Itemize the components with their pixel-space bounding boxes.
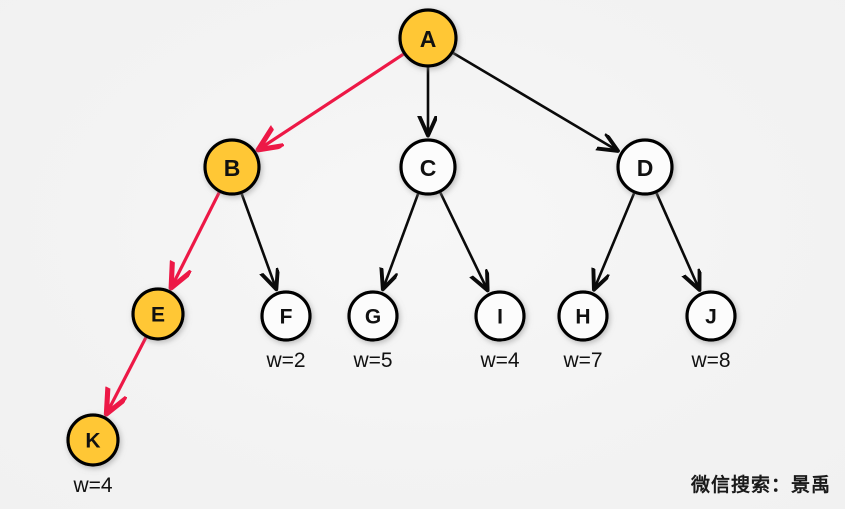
node-circle-f <box>260 290 312 342</box>
edges-layer <box>107 51 700 413</box>
node-circle-d <box>616 138 674 196</box>
node-circle-k <box>66 413 120 467</box>
weight-label-j: w=8 <box>690 349 730 372</box>
node-h[interactable]: H <box>557 290 609 342</box>
edge-b-e <box>172 191 221 286</box>
node-label-f: F <box>280 306 293 329</box>
weight-label-g: w=5 <box>352 349 392 372</box>
weight-label-i: w=4 <box>479 349 519 372</box>
watermark-text: 微信搜索：景禹 <box>690 474 831 496</box>
node-circle-g <box>347 290 399 342</box>
node-circle-j <box>685 290 737 342</box>
node-circle-e <box>131 287 185 341</box>
weight-labels-layer: w=2 w=5 w=4 w=7 w=8 w=4 <box>72 349 730 497</box>
node-b[interactable]: B <box>203 138 261 196</box>
node-g[interactable]: G <box>347 290 399 342</box>
node-circle-c <box>399 138 457 196</box>
node-d[interactable]: D <box>616 138 674 196</box>
edge-d-j <box>655 192 700 289</box>
weight-label-f: w=2 <box>265 349 305 372</box>
node-k[interactable]: K <box>66 413 120 467</box>
node-i[interactable]: I <box>474 290 526 342</box>
weight-label-h: w=7 <box>562 349 602 372</box>
nodes-layer: A B C D E F G I H J K <box>66 8 737 467</box>
node-j[interactable]: J <box>685 290 737 342</box>
node-label-e: E <box>151 304 165 327</box>
node-label-b: B <box>224 155 241 181</box>
edge-c-i <box>439 192 487 290</box>
node-a[interactable]: A <box>398 8 458 68</box>
node-circle-a <box>398 8 458 68</box>
node-label-c: C <box>420 155 437 181</box>
edge-b-f <box>240 193 276 288</box>
node-c[interactable]: C <box>399 138 457 196</box>
edge-e-k <box>107 336 148 413</box>
edge-a-b <box>259 52 405 149</box>
node-f[interactable]: F <box>260 290 312 342</box>
node-label-k: K <box>85 430 100 453</box>
node-circle-i <box>474 290 526 342</box>
node-label-d: D <box>637 155 654 181</box>
node-circle-h <box>557 290 609 342</box>
node-e[interactable]: E <box>131 287 185 341</box>
edge-c-g <box>383 193 420 289</box>
node-label-a: A <box>420 26 437 52</box>
edge-d-h <box>594 192 636 288</box>
node-circle-b <box>203 138 261 196</box>
edge-a-d <box>452 51 617 150</box>
node-label-i: I <box>497 306 503 329</box>
weight-label-k: w=4 <box>72 474 112 497</box>
node-label-g: G <box>365 306 381 329</box>
node-label-j: J <box>705 306 717 329</box>
node-label-h: H <box>575 306 590 329</box>
